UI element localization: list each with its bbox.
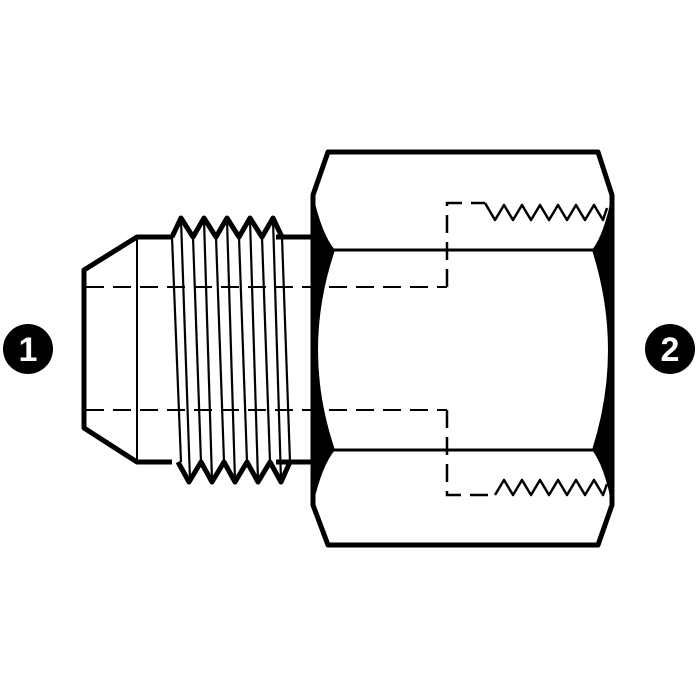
- thread-helix-lines: [170, 219, 292, 481]
- hex-body: [310, 149, 615, 548]
- thread-crest-bottom: [175, 459, 312, 485]
- female-thread-top: [483, 202, 609, 222]
- badge-label-1: 1: [19, 331, 38, 369]
- badge-label-2: 2: [661, 331, 680, 369]
- port-badge-2: 2: [645, 324, 695, 374]
- female-thread-bottom: [493, 478, 609, 497]
- female-port: [445, 201, 609, 497]
- thread-crest-top: [169, 215, 288, 240]
- male-flare-end: [81, 215, 447, 485]
- badge-circle: [3, 324, 53, 374]
- hex-chamfer-right: [592, 195, 612, 505]
- port-badge-1: 1: [3, 324, 53, 374]
- port-hidden-bottom: [445, 410, 495, 497]
- hex-outline: [310, 149, 615, 548]
- hex-chamfer-left: [313, 195, 335, 505]
- port-hidden-top: [445, 201, 485, 287]
- badge-circle: [645, 324, 695, 374]
